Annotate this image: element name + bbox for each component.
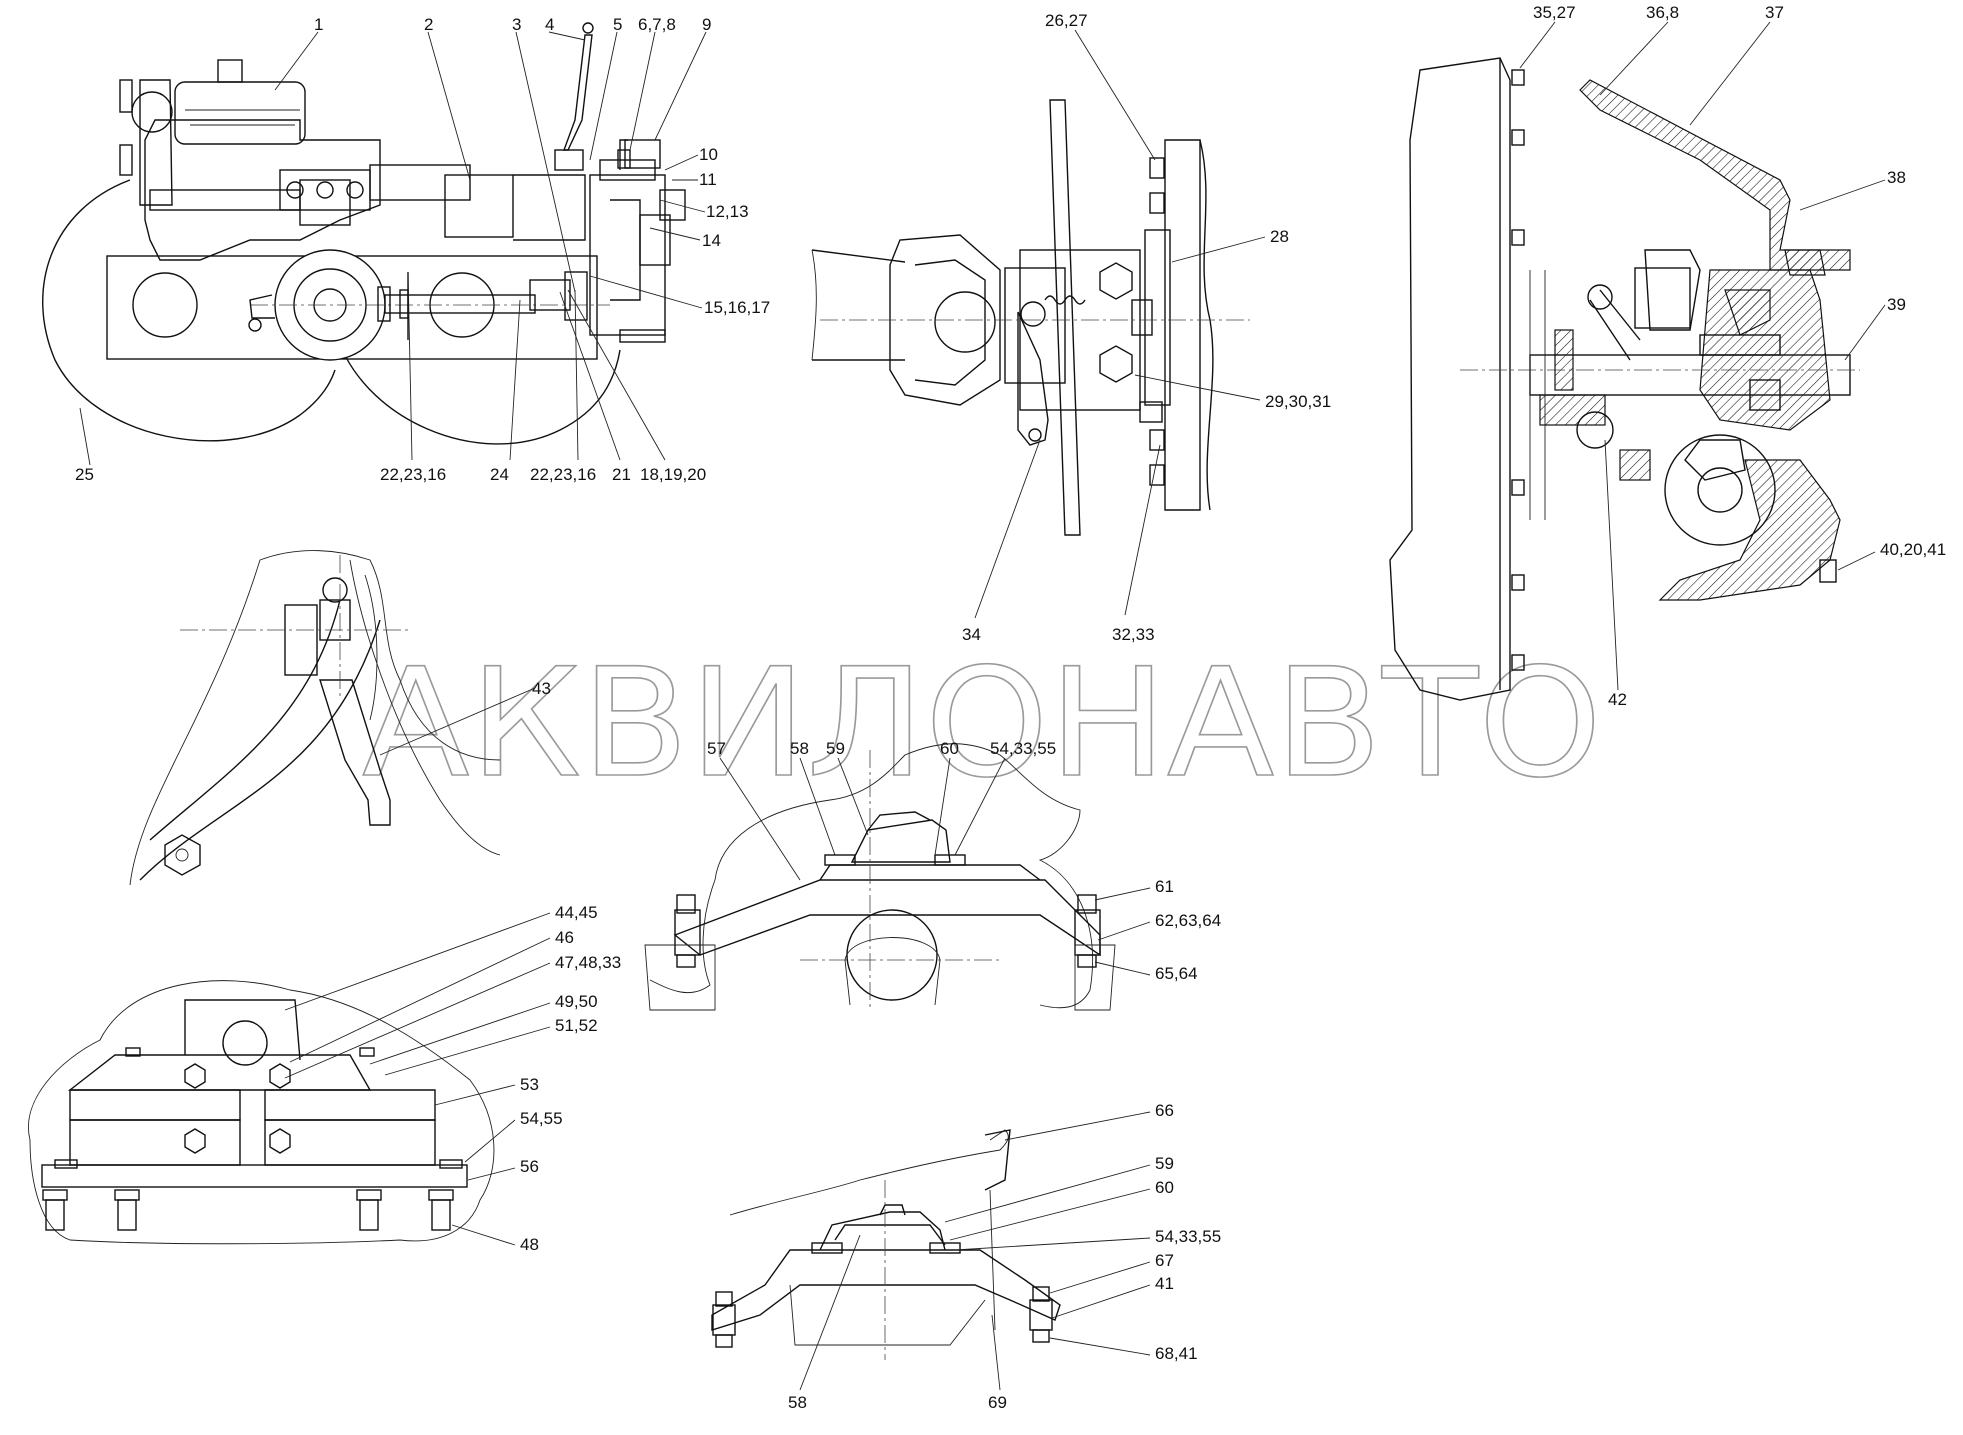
callout-12-13: 12,13 [706,202,749,221]
view5-leaders [284,912,551,1246]
callout-14: 14 [702,231,721,250]
callout-34: 34 [962,625,981,644]
callout-49-50: 49,50 [555,992,598,1011]
crossmember-view [644,743,1116,1011]
callout-54-33-55-b: 54,33,55 [990,739,1056,758]
callout-38: 38 [1887,168,1906,187]
callout-25: 25 [75,465,94,484]
callout-5: 5 [613,15,622,34]
callout-9: 9 [702,15,711,34]
callout-68-41: 68,41 [1155,1344,1198,1363]
callout-44-45: 44,45 [555,903,598,922]
callout-61: 61 [1155,877,1174,896]
callout-36-8: 36,8 [1646,3,1679,22]
callout-53: 53 [520,1075,539,1094]
callout-65-64: 65,64 [1155,964,1198,983]
callout-21: 21 [612,465,631,484]
callout-59-a: 59 [826,739,845,758]
callout-1: 1 [314,15,323,34]
callout-57: 57 [707,739,726,758]
callout-32-33: 32,33 [1112,625,1155,644]
callout-2: 2 [424,15,433,34]
callout-42: 42 [1608,690,1627,709]
callout-58-a: 58 [790,739,809,758]
callout-47-48-33: 47,48,33 [555,953,621,972]
callout-43: 43 [532,679,551,698]
callout-24: 24 [490,465,509,484]
cardan-flange-view [811,99,1250,536]
callout-22-23-16-a: 22,23,16 [380,465,446,484]
callout-46: 46 [555,928,574,947]
callout-54-33-55-c: 54,33,55 [1155,1227,1221,1246]
callout-66: 66 [1155,1101,1174,1120]
view6-leaders [719,757,1151,976]
mount-bolts [42,1189,454,1231]
callout-15-16-17: 15,16,17 [704,298,770,317]
view1-leaders [79,31,707,466]
callout-41: 41 [1155,1274,1174,1293]
callout-22-23-16-b: 22,23,16 [530,465,596,484]
view3-leaders [1519,21,1886,691]
watermark: АКВИЛОНАВТО [362,637,1602,811]
callout-62-63-64: 62,63,64 [1155,911,1221,930]
callout-69: 69 [988,1393,1007,1412]
callout-4: 4 [545,15,554,34]
view7-leaders [799,1111,1151,1391]
engine-assembly-view [42,22,686,445]
callout-26-27: 26,27 [1045,11,1088,30]
callout-51-52: 51,52 [555,1016,598,1035]
callout-35-27: 35,27 [1533,3,1576,22]
callout-11: 11 [699,170,717,189]
callout-29-30-31: 29,30,31 [1265,392,1331,411]
callout-39: 39 [1887,295,1906,314]
bracket-detail-view [129,550,501,886]
callout-10: 10 [699,145,718,164]
callout-60-b: 60 [1155,1178,1174,1197]
callout-18-19-20: 18,19,20 [640,465,706,484]
callout-67: 67 [1155,1251,1174,1270]
callout-labels: 1 2 3 4 5 6,7,8 9 10 11 12,13 14 15,16,1… [75,3,1946,1412]
callout-58-b: 58 [788,1393,807,1412]
engine-mount-view [28,980,495,1245]
callout-59-b: 59 [1155,1154,1174,1173]
callout-54-55-a: 54,55 [520,1109,563,1128]
callout-37: 37 [1765,3,1784,22]
callout-6-7-8: 6,7,8 [638,15,676,34]
callout-60-a: 60 [940,739,959,758]
view2-leaders [974,29,1266,619]
callout-56: 56 [520,1157,539,1176]
callout-48: 48 [520,1235,539,1254]
callout-28: 28 [1270,227,1289,246]
view4-leaders [379,687,536,756]
rear-support-view [711,1129,1061,1360]
callout-40-20-41: 40,20,41 [1880,540,1946,559]
clutch-section-view [1389,57,1860,701]
callout-3: 3 [512,15,521,34]
